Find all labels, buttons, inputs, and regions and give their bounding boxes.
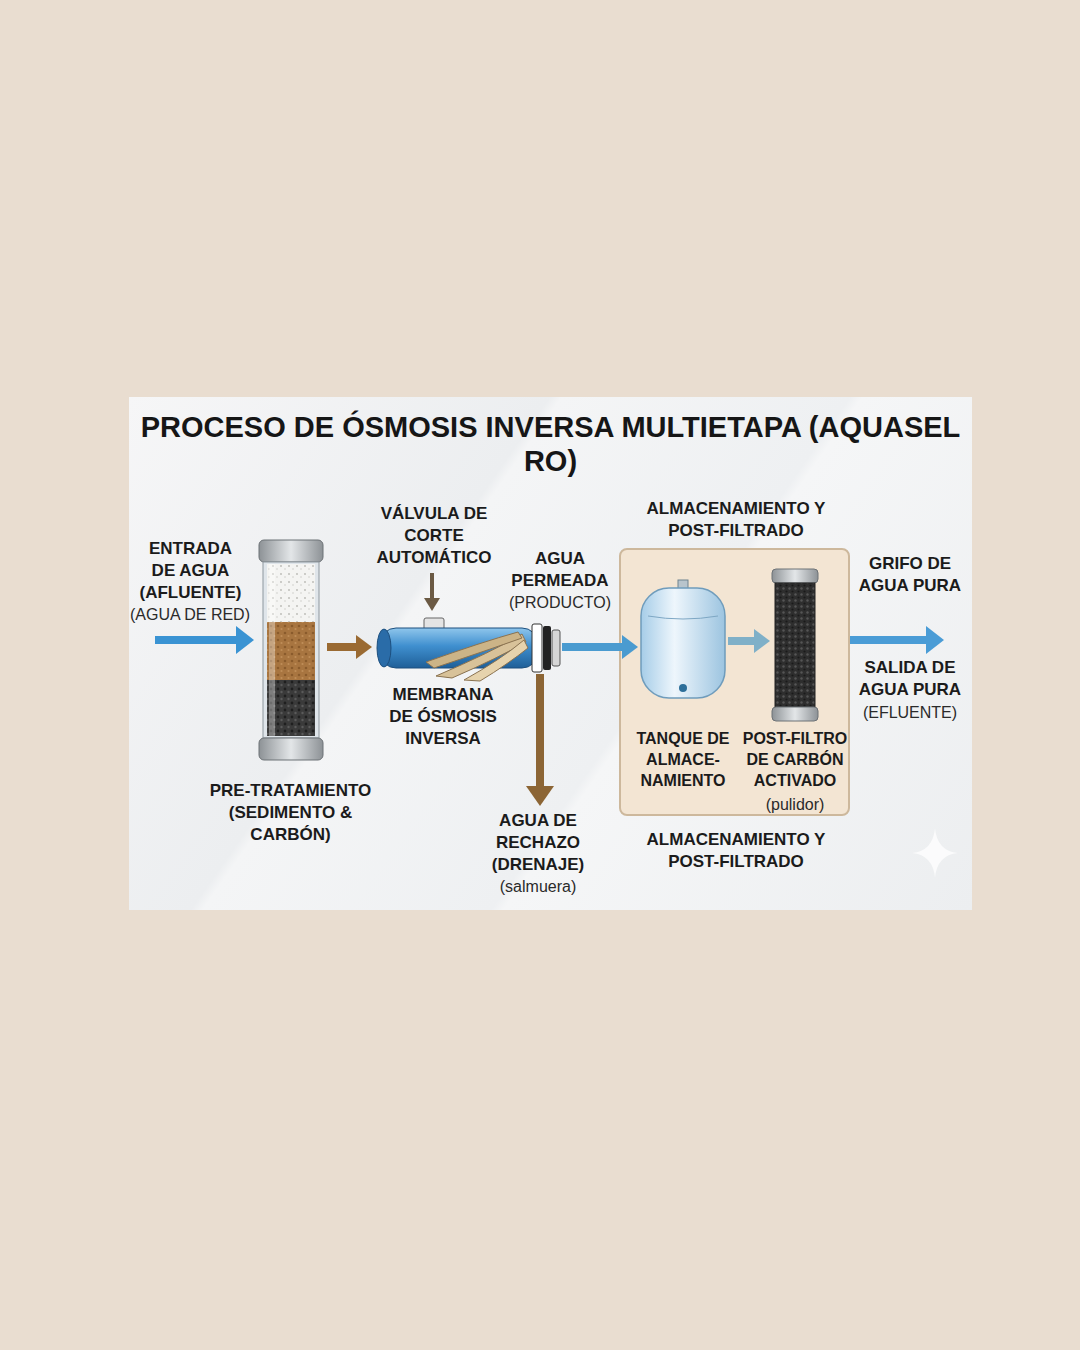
annotation-label: (PRODUCTO) — [495, 592, 625, 614]
cartridge-cap — [259, 540, 323, 562]
node-label: (pulidor) — [732, 794, 858, 816]
annotation-label: AGUA DE RECHAZO (DRENAJE) — [473, 810, 603, 876]
end-ring — [552, 630, 560, 666]
pretreatment-cartridge: PRE-TRATAMIENTO (SEDIMENTO & CARBÓN) — [255, 540, 327, 760]
annotation-label: ENTRADA DE AGUA (AFLUENTE) — [137, 538, 244, 604]
arrow-head — [526, 786, 554, 806]
arrow-shaft — [562, 643, 624, 651]
diagram-title: PROCESO DE ÓSMOSIS INVERSA MULTIETAPA (A… — [129, 410, 972, 478]
valve-arrow — [424, 573, 440, 611]
arrow-shaft — [430, 573, 434, 600]
arrow-head — [926, 626, 944, 654]
annotation-label: GRIFO DE AGUA PURA — [850, 553, 970, 597]
arrow-head — [424, 598, 440, 611]
node-label: PRE-TRATAMIENTO (SEDIMENTO & CARBÓN) — [198, 780, 383, 846]
carbon-post-filter — [775, 583, 815, 707]
ro-membrane: MEMBRANA DE ÓSMOSIS INVERSA — [372, 612, 562, 682]
membrane-end — [377, 629, 391, 667]
flow-arrow — [327, 635, 372, 659]
post-illustration — [770, 569, 820, 721]
node-label: POST-FILTRO DE CARBÓN ACTIVADO — [732, 728, 858, 791]
tank-seam — [648, 616, 718, 619]
node-label: TANQUE DE ALMACE- NAMIENTO — [628, 728, 738, 791]
node-label: ALMACENAMIENTO Y POST-FILTRADO — [636, 498, 836, 542]
arrow-shaft — [536, 674, 544, 788]
annotation-label: SALIDA DE AGUA PURA — [850, 657, 970, 701]
cartridge-housing — [263, 562, 319, 738]
node-label: ALMACENAMIENTO Y POST-FILTRADO — [636, 829, 836, 873]
node-label: MEMBRANA DE ÓSMOSIS INVERSA — [380, 684, 506, 750]
membrane-illustration — [372, 612, 562, 682]
tank-valve — [679, 684, 687, 692]
tank-body — [641, 588, 725, 698]
sparkle-watermark — [912, 828, 958, 878]
cartridge-cap — [259, 738, 323, 760]
end-ring — [543, 626, 551, 670]
annotation-label: (AGUA DE RED) — [125, 604, 255, 626]
membrane-sheet — [426, 632, 522, 668]
arrow-shaft — [327, 643, 358, 651]
annotation-label: VÁLVULA DE CORTE AUTOMÁTICO — [364, 503, 504, 569]
reject-arrow — [526, 674, 554, 806]
inlet-arrow — [155, 626, 254, 654]
filter-cap — [772, 707, 818, 721]
storage-region: ALMACENAMIENTO Y POST-FILTRADOALMACENAMI… — [619, 548, 850, 816]
annotation-label: (EFLUENTE) — [850, 702, 970, 724]
arrow-head — [236, 626, 254, 654]
arrow-head — [356, 635, 372, 659]
cartridge-illustration — [255, 540, 327, 760]
annotation-label: (salmuera) — [473, 876, 603, 898]
tank-illustration — [638, 580, 728, 702]
post-filter: POST-FILTRO DE CARBÓN ACTIVADO(pulidor) — [770, 569, 820, 721]
arrow-shaft — [155, 636, 238, 644]
filter-cap — [772, 569, 818, 583]
edge-label: AGUA PERMEADA — [505, 548, 615, 592]
end-ring — [532, 624, 542, 672]
glass-highlight — [269, 564, 275, 736]
storage-tank: TANQUE DE ALMACE- NAMIENTO — [638, 580, 728, 702]
